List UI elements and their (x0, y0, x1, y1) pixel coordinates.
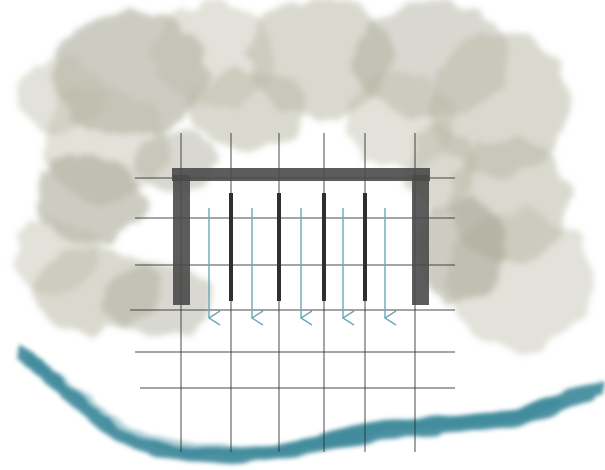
interior-wall (277, 193, 281, 301)
tree-canopy-icon (105, 264, 215, 336)
right-wall (412, 175, 429, 305)
flow-arrows (207, 208, 397, 326)
river-stream-edge (27, 353, 562, 457)
left-wall (173, 175, 190, 305)
tree-canopy-icon (15, 57, 105, 133)
tree-canopy-icon (190, 70, 310, 150)
tree-canopy-icon (430, 33, 570, 177)
roof-beam (172, 168, 430, 181)
tree-canopy-group (13, 0, 592, 350)
river-stream-shape (18, 345, 604, 463)
interior-wall (322, 193, 326, 301)
interior-wall (363, 193, 367, 301)
interior-wall (229, 193, 233, 301)
tree-canopy-icon (415, 200, 505, 300)
building-structure (172, 168, 430, 305)
river-stream (18, 345, 604, 463)
